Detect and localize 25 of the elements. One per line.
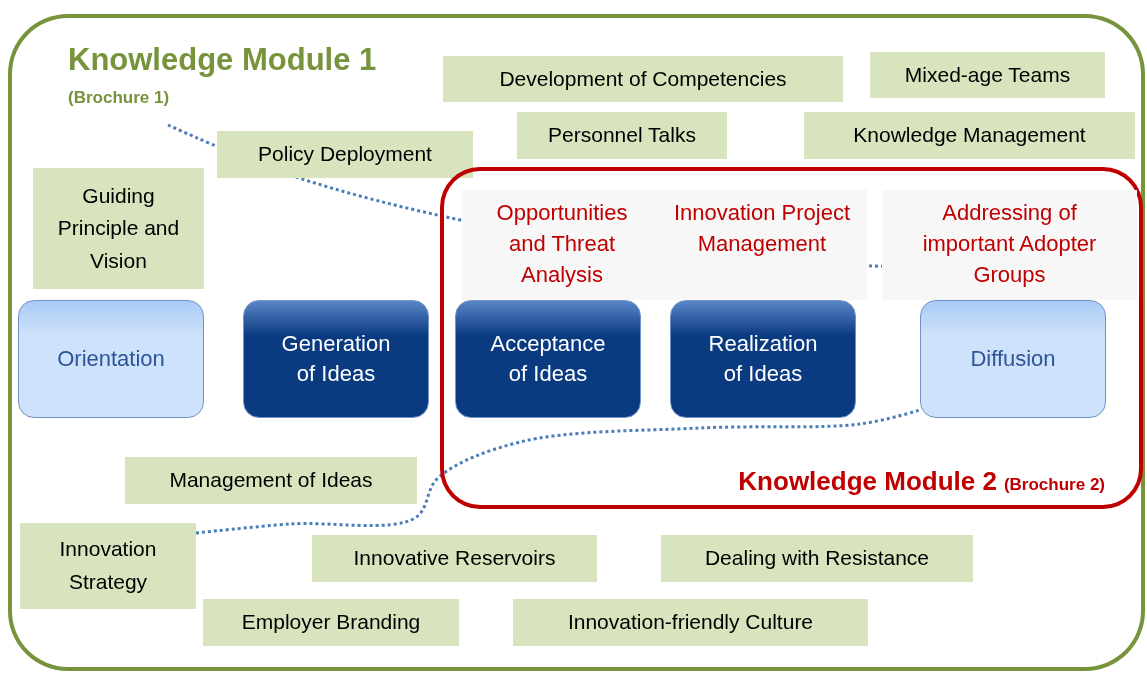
module-subtitle: (Brochure 2) [1003, 475, 1105, 494]
module-subtitle: (Brochure 1) [68, 88, 170, 108]
module-frame [440, 167, 1143, 509]
phase-box: Diffusion [920, 300, 1106, 418]
module-frame [8, 14, 1145, 671]
topic-label: Development of Competencies [443, 56, 843, 102]
phase-box: Generation of Ideas [243, 300, 429, 418]
phase-box: Realization of Ideas [670, 300, 856, 418]
topic-label: Employer Branding [203, 599, 459, 646]
phase-box: Acceptance of Ideas [455, 300, 641, 418]
topic-label: Mixed-age Teams [870, 52, 1105, 98]
topic-label: Innovation Strategy [20, 523, 196, 609]
dotted-connector [195, 408, 921, 535]
topic-label: Guiding Principle and Vision [33, 168, 204, 289]
phase-box: Orientation [18, 300, 204, 418]
task-label: Addressing of important Adopter Groups [882, 190, 1137, 300]
topic-label: Innovation-friendly Culture [513, 599, 868, 646]
topic-label: Innovative Reservoirs [312, 535, 597, 582]
module-title: Knowledge Module 1 [68, 42, 377, 78]
topic-label: Knowledge Management [804, 112, 1135, 159]
topic-label: Policy Deployment [217, 131, 473, 178]
module-title: Knowledge Module 2 [738, 466, 997, 496]
topic-label: Personnel Talks [517, 112, 727, 159]
topic-label: Dealing with Resistance [661, 535, 973, 582]
topic-label: Management of Ideas [125, 457, 417, 504]
